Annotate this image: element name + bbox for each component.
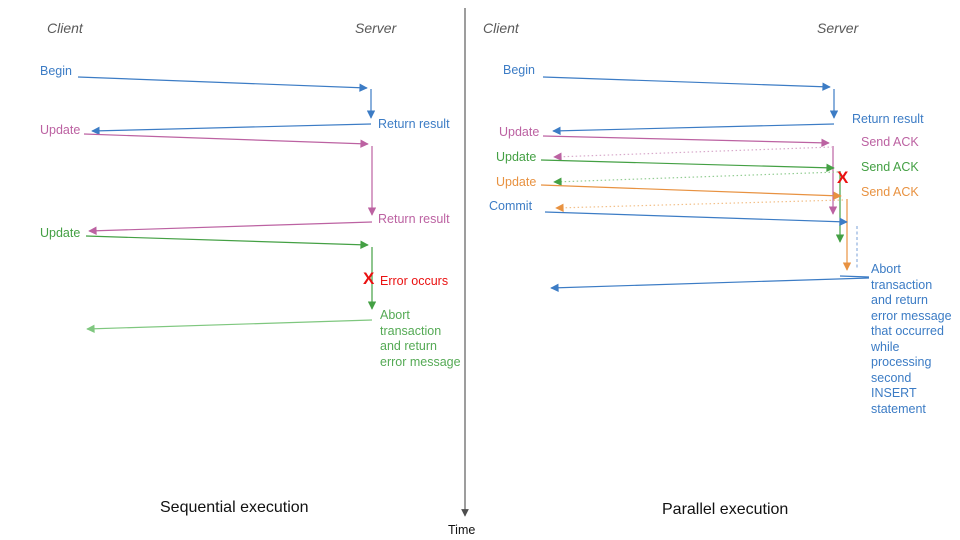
time-axis-label: Time	[448, 523, 476, 537]
right-send-ack-2-arrow	[553, 171, 839, 186]
right-caption: Parallel execution	[662, 501, 789, 518]
left-update-2-request-arrow	[85, 235, 369, 249]
left-begin-request-arrow	[77, 76, 368, 92]
right-server-header: Server	[817, 20, 859, 36]
left-abort-note: Abort transaction and return error messa…	[380, 308, 461, 369]
left-return-result-1-label: Return result	[378, 117, 450, 131]
left-update-2-label: Update	[40, 226, 81, 240]
left-update-1-request-arrow	[83, 133, 369, 148]
right-update-1-label: Update	[499, 125, 540, 139]
right-send-ack-2-label: Send ACK	[861, 160, 919, 174]
right-commit-request-arrow	[544, 211, 848, 226]
right-update-2-label: Update	[496, 150, 537, 164]
left-server-header: Server	[355, 20, 397, 36]
left-error-label: Error occurs	[380, 274, 449, 288]
right-abort-note: Abort transaction and return error messa…	[871, 262, 952, 416]
right-send-ack-1-arrow	[553, 146, 834, 161]
left-caption: Sequential execution	[160, 499, 309, 516]
right-return-result-label: Return result	[852, 112, 924, 126]
right-sequence-arrows	[540, 76, 870, 292]
right-error-x-icon: X	[837, 168, 849, 187]
right-begin-label: Begin	[503, 63, 535, 77]
right-begin-request-arrow	[542, 76, 831, 91]
left-begin-label: Begin	[40, 64, 72, 78]
right-abort-return-arrow	[550, 277, 870, 292]
right-send-ack-1-label: Send ACK	[861, 135, 919, 149]
left-sequence-arrows	[77, 76, 377, 333]
left-return-result-2-arrow	[88, 221, 373, 235]
right-commit-label: Commit	[489, 199, 533, 213]
left-update-1-label: Update	[40, 123, 81, 137]
left-return-result-1-arrow	[91, 123, 372, 136]
left-error-x-icon: X	[363, 269, 375, 288]
right-return-result-arrow	[552, 123, 835, 136]
right-abort-origin-line	[839, 275, 870, 278]
right-send-ack-3-arrow	[555, 199, 844, 212]
right-update-3-request-arrow	[540, 184, 842, 200]
left-abort-return-arrow	[86, 319, 373, 333]
left-client-header: Client	[47, 20, 83, 36]
right-client-header: Client	[483, 20, 519, 36]
right-update-1-request-arrow	[542, 135, 830, 148]
right-update-2-request-arrow	[540, 159, 835, 172]
left-return-result-2-label: Return result	[378, 212, 450, 226]
right-update-3-label: Update	[496, 175, 537, 189]
right-send-ack-3-label: Send ACK	[861, 185, 919, 199]
